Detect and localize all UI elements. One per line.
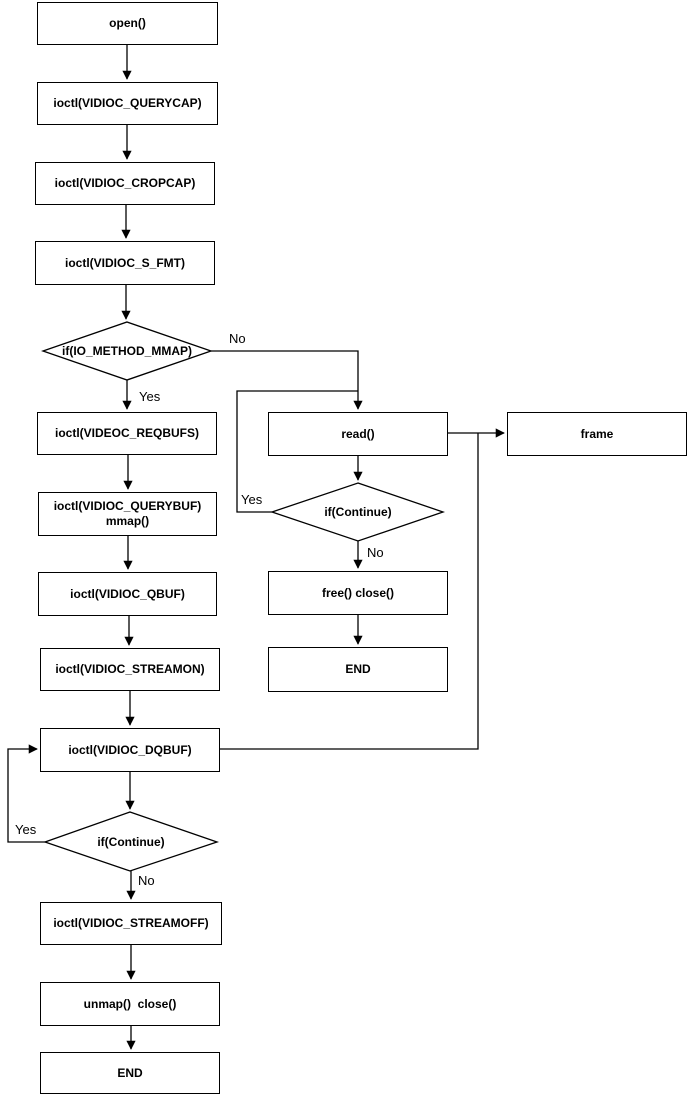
edge-label-dqbuf-continue-no: No [138,873,155,888]
edge-dqbuf-frame [220,433,479,750]
decision-if-continue-read-shape [269,482,446,542]
edge-label-mmap-yes: Yes [139,389,161,404]
edge-label-dqbuf-continue-yes: Yes [15,822,37,837]
node-ioctl-cropcap: ioctl(VIDIOC_CROPCAP) [35,162,215,205]
node-end-mmap-branch: END [40,1052,220,1094]
edge-label-read-continue-no: No [367,545,384,560]
edge-ifcontinue-yes-read-loop [236,390,358,513]
edge-label-mmap-no: No [229,331,246,346]
node-open: open() [37,2,218,45]
edge-ifcontinue-yes-dqbuf-loop [7,744,45,843]
node-ioctl-reqbufs: ioctl(VIDEOC_REQBUFS) [37,412,217,455]
node-ioctl-querybuf-mmap: ioctl(VIDIOC_QUERYBUF) mmap() [38,492,217,536]
node-unmap-close: unmap() close() [40,982,220,1026]
node-ioctl-s-fmt: ioctl(VIDIOC_S_FMT) [35,241,215,285]
node-frame: frame [507,412,687,456]
node-ioctl-dqbuf: ioctl(VIDIOC_DQBUF) [40,728,220,772]
edge-ifmmap-no-read [211,350,363,410]
edge-label-read-continue-yes: Yes [241,492,263,507]
node-ioctl-qbuf: ioctl(VIDIOC_QBUF) [38,572,217,616]
decision-if-continue-mmap-shape [43,811,220,872]
node-ioctl-streamoff: ioctl(VIDIOC_STREAMOFF) [40,902,222,945]
node-end-read-branch: END [268,647,448,692]
decision-if-continue-mmap-label: if(Continue) [97,835,165,849]
node-read: read() [268,412,448,456]
node-ioctl-querycap: ioctl(VIDIOC_QUERYCAP) [37,82,218,125]
decision-if-io-method-mmap-shape [41,321,213,381]
node-ioctl-streamon: ioctl(VIDIOC_STREAMON) [40,648,220,691]
decision-if-continue-read-label: if(Continue) [324,505,392,519]
node-free-close: free() close() [268,571,448,615]
decision-if-io-method-mmap-label: if(IO_METHOD_MMAP) [62,344,192,358]
